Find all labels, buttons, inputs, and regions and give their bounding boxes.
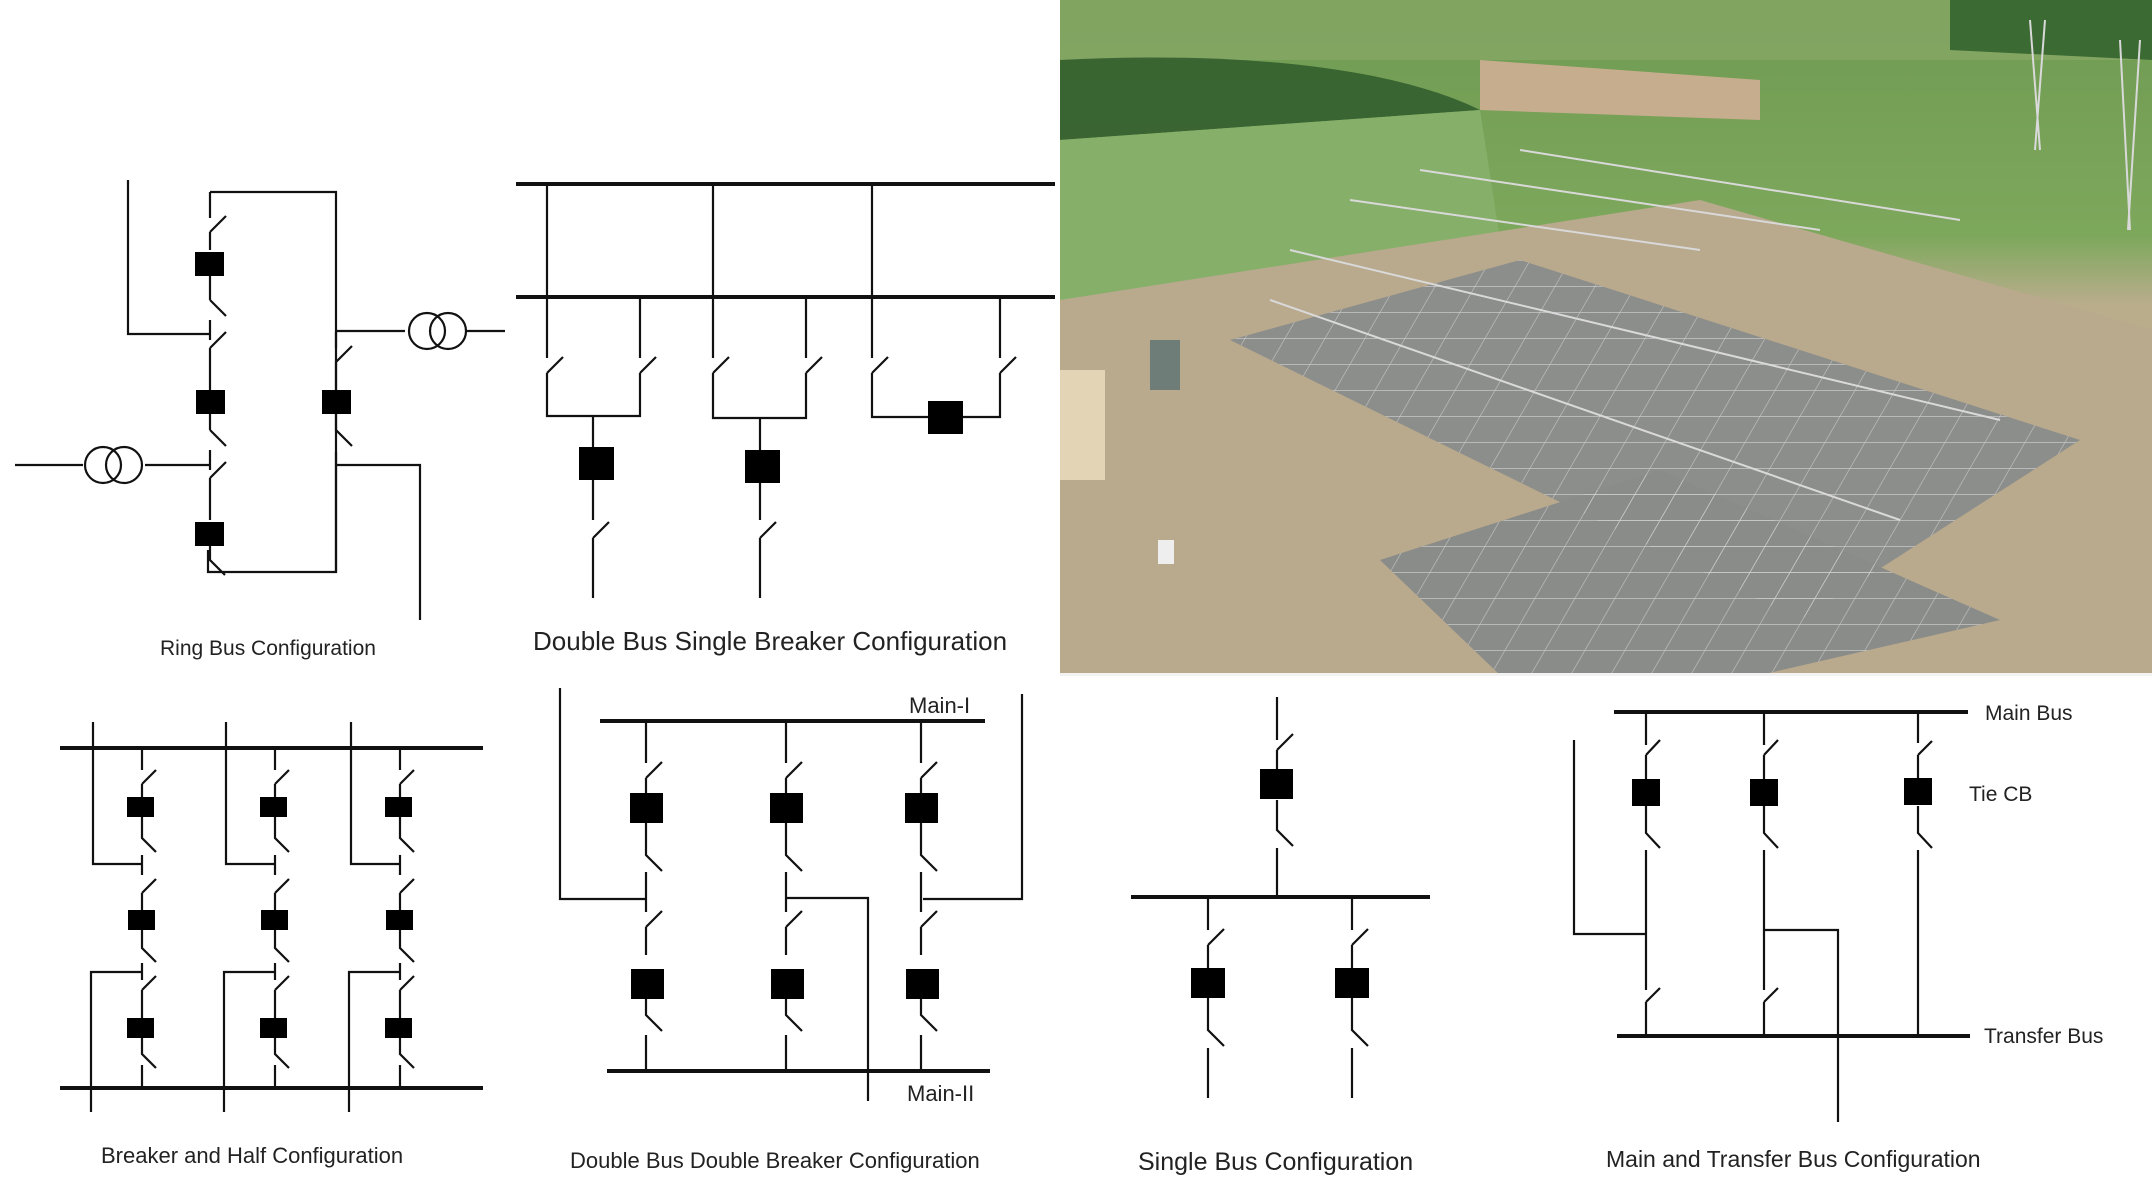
double-bus-double-breaker-caption: Double Bus Double Breaker Configuration [570, 1148, 980, 1173]
breaker-and-half-caption: Breaker and Half Configuration [101, 1143, 403, 1168]
single-bus-diagram: Single Bus Configuration [1131, 697, 1430, 1176]
ring-bus-diagram: Ring Bus Configuration [15, 180, 505, 660]
main-bus-label: Main Bus [1985, 702, 2073, 725]
substation-photo [1060, 0, 2152, 676]
double-bus-single-breaker-diagram: Double Bus Single Breaker Configuration [516, 182, 1055, 656]
tie-cb-label: Tie CB [1969, 783, 2032, 806]
ring-bus-caption: Ring Bus Configuration [160, 637, 376, 660]
main-and-transfer-diagram: Main Bus Tie CB Transfer Bus Main and Tr… [1572, 702, 2103, 1172]
main-i-label: Main-I [909, 693, 970, 718]
single-bus-caption: Single Bus Configuration [1138, 1148, 1413, 1176]
main-ii-label: Main-II [907, 1081, 974, 1106]
breaker-and-half-diagram: Breaker and Half Configuration [60, 720, 483, 1168]
double-bus-double-breaker-diagram: Main-I Main-II Double Bus Double Breaker… [558, 688, 1024, 1173]
main-and-transfer-caption: Main and Transfer Bus Configuration [1606, 1146, 1981, 1172]
double-bus-single-breaker-caption: Double Bus Single Breaker Configuration [533, 626, 1007, 656]
transfer-bus-label: Transfer Bus [1984, 1025, 2103, 1048]
